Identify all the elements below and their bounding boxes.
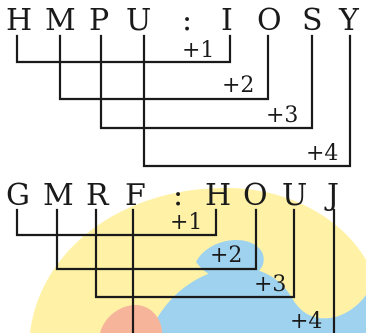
puzzle-1-shifts: +1 +2 +3 +4 [182, 38, 338, 166]
puzzle-1-left-letter-4: U [126, 3, 151, 38]
puzzle-2-shifts: +1 +2 +3 +4 [170, 210, 322, 333]
puzzle-2-shift-1: +1 [170, 210, 202, 235]
watermark-blue-swoosh [150, 267, 366, 333]
puzzle-2-connectors [15, 208, 336, 333]
puzzle-2-link-2 [55, 208, 258, 271]
puzzle-2-shift-4: +4 [290, 309, 322, 333]
puzzle-1-left-letter-3: P [89, 3, 109, 38]
puzzle-2-left-letter-1: G [6, 178, 30, 213]
puzzle-2-letters: G M R F : H O U J [6, 178, 339, 213]
puzzle-2-right-letter-4: J [324, 178, 339, 213]
watermark-salmon-shape [100, 304, 162, 333]
puzzle-1-letters: H M P U : I O S Y [6, 3, 360, 38]
puzzle-1-right-letter-1: I [221, 3, 233, 38]
puzzle-1-right-letter-3: S [302, 3, 323, 38]
puzzle-2-left-letter-3: R [86, 178, 110, 213]
puzzle-2-link-3 [94, 208, 296, 299]
puzzle-1-shift-1: +1 [182, 38, 214, 63]
puzzle-1-shift-3: +3 [266, 103, 298, 128]
puzzle-2-separator: : [173, 178, 183, 213]
puzzle-1-link-4 [142, 34, 352, 168]
puzzle-1-link-2 [58, 34, 270, 101]
puzzle-2-left-letter-4: F [125, 178, 146, 213]
puzzle-1-link-1 [15, 34, 232, 64]
puzzle-2-right-letter-2: O [243, 178, 268, 213]
puzzle-1-shift-2: +2 [222, 73, 254, 98]
puzzle-1-left-letter-2: M [45, 3, 76, 38]
puzzle-1-right-letter-2: O [257, 3, 282, 38]
puzzle-1-separator: : [182, 3, 192, 38]
puzzle-1-right-letter-4: Y [338, 3, 360, 38]
puzzle-2-left-letter-2: M [43, 178, 74, 213]
puzzle-2-link-1 [15, 208, 218, 237]
puzzle-1-shift-4: +4 [306, 141, 338, 166]
watermark-blue-drop [196, 239, 264, 281]
puzzle-2: G M R F : H O U J +1 +2 +3 +4 [6, 178, 339, 333]
puzzle-1: H M P U : I O S Y +1 +2 +3 +4 [6, 3, 360, 168]
puzzle-2-right-letter-1: H [205, 178, 231, 213]
puzzle-2-shift-3: +3 [254, 272, 286, 297]
puzzle-1-link-3 [99, 34, 314, 130]
puzzle-1-connectors [15, 34, 352, 168]
puzzle-2-right-letter-3: U [282, 178, 307, 213]
puzzle-2-shift-2: +2 [210, 243, 242, 268]
puzzle-1-left-letter-1: H [6, 3, 32, 38]
